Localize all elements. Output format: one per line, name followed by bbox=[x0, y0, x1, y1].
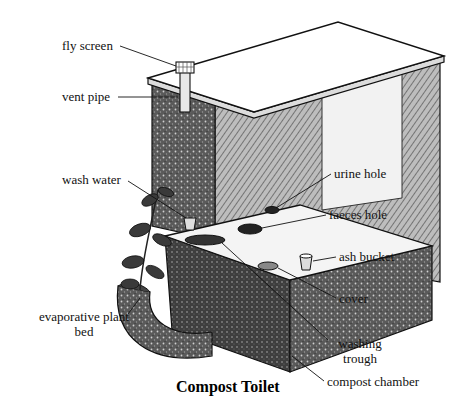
bench-top bbox=[165, 205, 432, 280]
wash-water-pot bbox=[184, 218, 196, 230]
cover bbox=[258, 262, 278, 270]
plant-bed bbox=[117, 286, 212, 358]
part-label: washing trough bbox=[320, 336, 400, 366]
screen-mesh bbox=[176, 62, 194, 73]
plant bbox=[121, 186, 175, 290]
part-label: vent pipe bbox=[62, 89, 110, 104]
diagram-title: Compost Toilet bbox=[176, 378, 280, 396]
roof bbox=[148, 22, 444, 112]
part-label: cover bbox=[339, 291, 368, 306]
part-label: compost chamber bbox=[327, 374, 419, 389]
part-label: urine hole bbox=[334, 166, 386, 181]
part-label: evaporative plant bed bbox=[38, 309, 130, 339]
faeces-hole bbox=[238, 224, 262, 234]
vent-pipe bbox=[180, 72, 190, 112]
part-label: faeces hole bbox=[329, 207, 387, 222]
leader-lines bbox=[118, 46, 336, 381]
ash-bucket-rim bbox=[300, 254, 312, 258]
part-label: ash bucket bbox=[339, 249, 394, 264]
washing-trough bbox=[185, 235, 225, 245]
fly-screen bbox=[176, 62, 194, 73]
part-label: fly screen bbox=[62, 38, 113, 53]
part-label: wash water bbox=[62, 172, 121, 187]
